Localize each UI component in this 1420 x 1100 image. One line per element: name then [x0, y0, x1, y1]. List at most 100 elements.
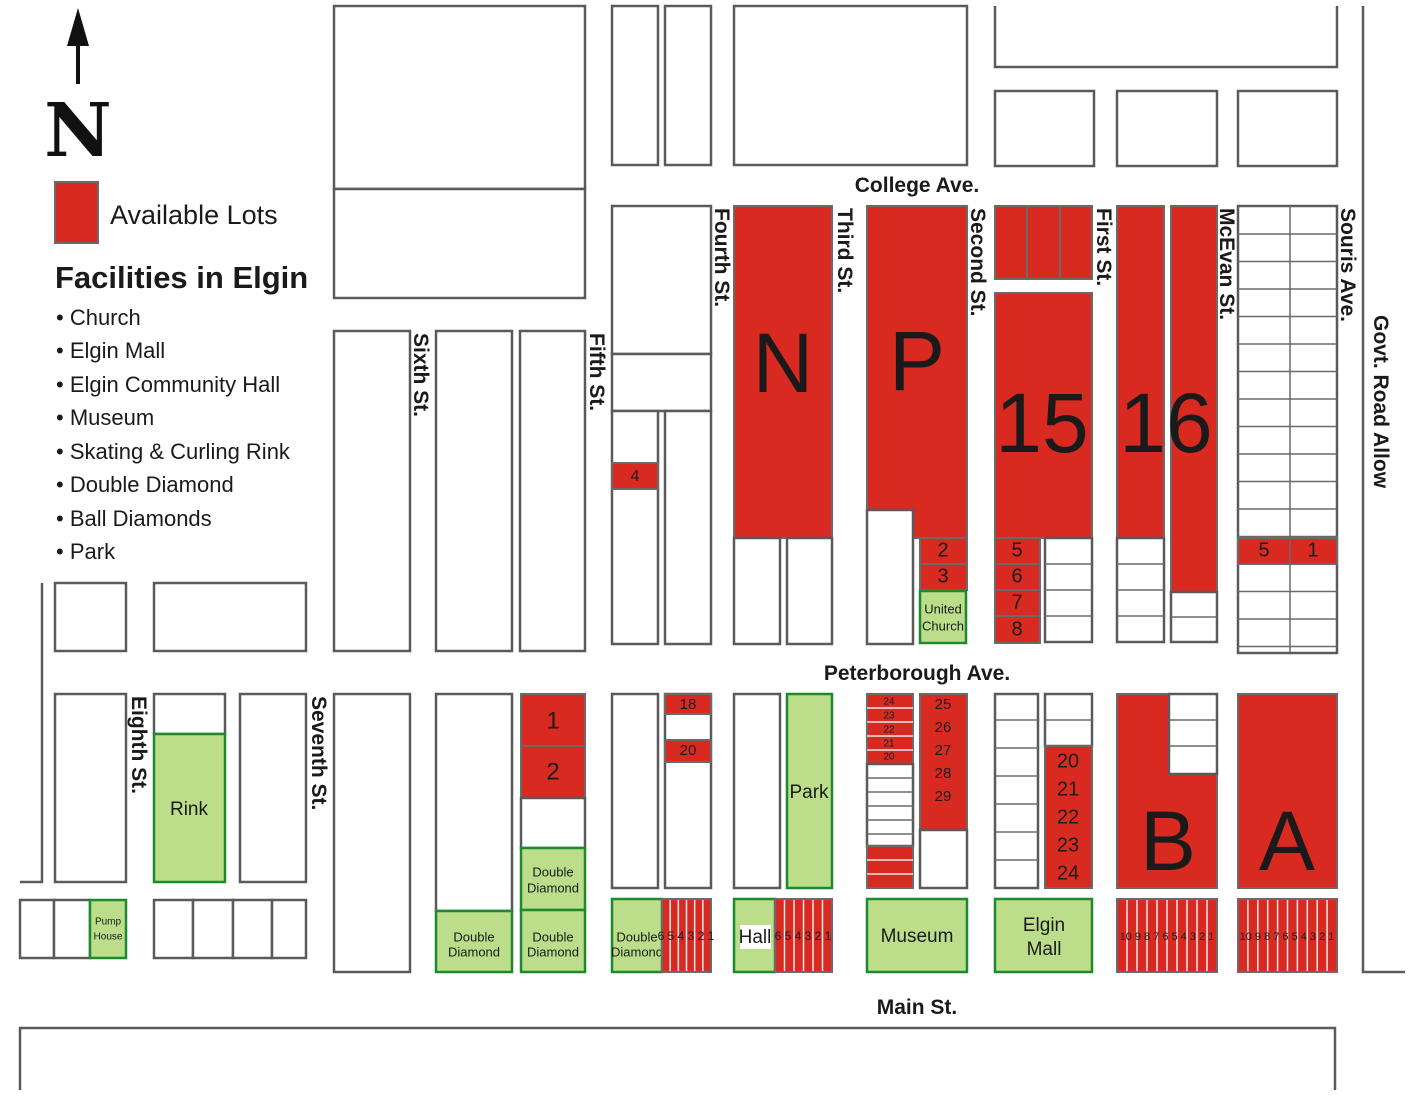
- blocks-southwest: Rink Pump House: [18, 581, 412, 974]
- park[interactable]: [785, 692, 834, 890]
- double-diamond[interactable]: [519, 846, 587, 912]
- street-label: Peterborough Ave.: [824, 662, 1010, 685]
- street-label: Third St.: [833, 208, 856, 293]
- rink[interactable]: [152, 732, 227, 884]
- pump-label-2: House: [94, 932, 123, 943]
- museum-label: Museum: [881, 926, 954, 947]
- available-lot[interactable]: [664, 693, 712, 715]
- available-lot[interactable]: [520, 745, 586, 799]
- lot-number: 5: [1011, 539, 1022, 561]
- available-lot[interactable]: [1237, 537, 1338, 565]
- lot-number: 8: [1011, 618, 1022, 640]
- svg-text:• Skating & Curling Rink: • Skating & Curling Rink: [56, 439, 291, 464]
- svg-text:• Elgin Mall: • Elgin Mall: [56, 338, 165, 363]
- mall-label-1: Elgin: [1023, 915, 1065, 936]
- facility-item: Ball Diamonds: [70, 506, 212, 531]
- street-label: Souris Ave.: [1336, 208, 1359, 322]
- available-lots-swatch: [54, 181, 99, 244]
- street-label: College Ave.: [855, 174, 979, 197]
- svg-text:• Park: • Park: [56, 539, 116, 564]
- lot-number: 1: [546, 707, 559, 734]
- lot-number: 21: [1057, 778, 1079, 800]
- facility-item: Elgin Mall: [70, 338, 165, 363]
- souris-block: [1236, 204, 1339, 655]
- north-arrow-icon: [67, 8, 89, 46]
- available-lot[interactable]: [1026, 205, 1061, 280]
- street-label: Seventh St.: [307, 696, 330, 810]
- south-boundary: [18, 1026, 1337, 1090]
- block-n[interactable]: [733, 205, 833, 539]
- svg-text:• Church: • Church: [56, 305, 141, 330]
- available-lot[interactable]: [994, 563, 1041, 591]
- church-label-1: United: [924, 601, 962, 616]
- available-lot[interactable]: [611, 462, 659, 490]
- dd-label: Diamond: [527, 880, 579, 895]
- mall-label-2: Mall: [1027, 939, 1062, 960]
- block-p-label: P: [889, 314, 945, 408]
- block-a[interactable]: [1237, 693, 1338, 889]
- street-label: Main St.: [877, 996, 958, 1019]
- block-15-label: 15: [995, 376, 1088, 470]
- svg-text:• Elgin Community Hall: • Elgin Community Hall: [56, 372, 280, 397]
- available-lot[interactable]: [664, 739, 712, 763]
- street-label: McEvan St.: [1215, 208, 1238, 320]
- available-lot[interactable]: [994, 615, 1041, 644]
- double-diamond[interactable]: [434, 909, 514, 974]
- block-16[interactable]: [1170, 205, 1218, 593]
- hall-label: Hall: [739, 927, 772, 948]
- street-label: Sixth St.: [409, 333, 432, 417]
- united-church[interactable]: [918, 589, 968, 645]
- lot-number: 25: [935, 696, 952, 713]
- available-lots[interactable]: [866, 845, 914, 889]
- available-lots[interactable]: [1044, 745, 1093, 889]
- double-diamond[interactable]: [519, 908, 587, 974]
- facility-item: Church: [70, 305, 141, 330]
- lot-number: 22: [1057, 806, 1079, 828]
- lot-number: 7: [1011, 591, 1022, 613]
- block-b-label: B: [1140, 794, 1196, 888]
- available-lot[interactable]: [994, 205, 1028, 280]
- available-lot[interactable]: [520, 693, 586, 747]
- pump-house[interactable]: [88, 898, 128, 960]
- lot-number: 20: [883, 752, 895, 763]
- street-labels: College Ave. Peterborough Ave. Main St. …: [127, 174, 1392, 1019]
- dd-label: Double: [616, 929, 657, 944]
- lot-number: 22: [883, 725, 895, 736]
- available-lots[interactable]: [919, 693, 968, 831]
- available-lot[interactable]: [919, 563, 968, 591]
- lot-number: 20: [1057, 750, 1079, 772]
- lot-number: 23: [1057, 834, 1079, 856]
- lot-number: 4: [631, 468, 640, 485]
- lot-number: 23: [883, 711, 895, 722]
- block-16[interactable]: [1116, 205, 1165, 539]
- blocks-south: Double Diamond 1 2 Double Diamond Double…: [434, 692, 1338, 974]
- lot-number: 24: [1057, 862, 1079, 884]
- dd-label: Double: [453, 929, 494, 944]
- north-arrow: N: [44, 8, 112, 174]
- dd-label: Diamond: [611, 944, 663, 959]
- elgin-mall[interactable]: [993, 897, 1094, 974]
- facility-item: Elgin Community Hall: [70, 372, 280, 397]
- lot-number: 1: [1307, 539, 1318, 561]
- facilities-title: Facilities in Elgin: [55, 260, 308, 295]
- double-diamond[interactable]: [610, 897, 664, 974]
- park-label: Park: [789, 782, 829, 803]
- lot-numbers: 6 5 4 3 2 1: [775, 929, 832, 943]
- lot-number: 28: [935, 765, 952, 782]
- dd-label: Double: [532, 864, 573, 879]
- lot-number: 18: [680, 696, 697, 713]
- facility-item: Double Diamond: [70, 472, 234, 497]
- facilities-list: • Church • Elgin Mall • Elgin Community …: [56, 305, 291, 564]
- available-lot[interactable]: [1059, 205, 1093, 280]
- block-15[interactable]: [994, 292, 1093, 539]
- dd-label: Double: [532, 929, 573, 944]
- lot-number: 24: [883, 697, 895, 708]
- lot-number: 27: [935, 742, 952, 759]
- available-lots[interactable]: [866, 693, 914, 765]
- church-label-2: Church: [922, 618, 964, 633]
- lot-number: 5: [1258, 539, 1269, 561]
- museum[interactable]: [865, 897, 969, 974]
- lot-number: 2: [937, 539, 948, 561]
- dd-label: Diamond: [527, 944, 579, 959]
